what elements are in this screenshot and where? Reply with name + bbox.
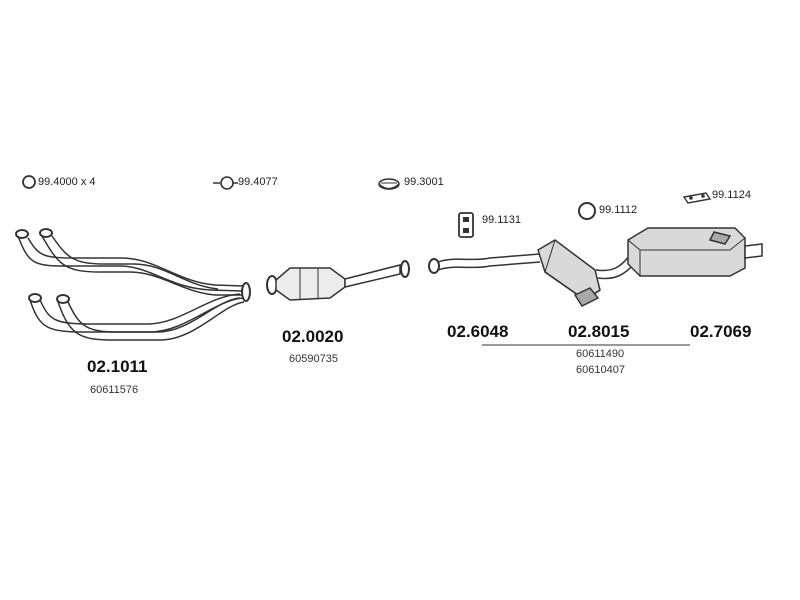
accessory-label-flange-ring: 99.4077 [238, 176, 278, 188]
part-number-rear-muffler: 02.7069 [690, 322, 752, 341]
part-number-catalytic-converter: 02.0020 [282, 327, 344, 346]
mounting-bracket-icon [682, 192, 712, 204]
accessory-label-clamp: 99.3001 [404, 176, 444, 188]
accessory-label-o-ring: 99.1112 [599, 204, 638, 216]
oe-number-center-muffler-1: 60611490 [576, 348, 625, 360]
part-number-intermediate-pipe: 02.6048 [447, 322, 509, 341]
front-manifold-pipe-drawing [15, 228, 251, 341]
accessory-label-bracket: 99.1124 [712, 189, 751, 201]
catalytic-converter-drawing [266, 260, 410, 301]
ring-gasket-icon [22, 175, 36, 189]
accessory-label-gasket: 99.4000 x 4 [38, 176, 96, 188]
part-number-front-pipe: 02.1011 [87, 357, 148, 376]
oe-number-center-muffler-2: 60610407 [576, 364, 625, 376]
o-ring-hanger-icon [578, 202, 596, 220]
clamp-icon [378, 178, 400, 190]
rear-muffler-drawing [627, 227, 763, 277]
intermediate-pipe-drawing [428, 253, 541, 274]
flange-ring-icon [213, 176, 238, 190]
rubber-hanger-icon [458, 212, 474, 238]
part-number-center-muffler: 02.8015 [568, 322, 630, 341]
oe-number-front-pipe: 60611576 [90, 384, 139, 396]
oe-number-catalytic-converter: 60590735 [289, 353, 338, 365]
center-muffler-drawing [537, 239, 637, 307]
accessory-label-rubber-hanger: 99.1131 [482, 214, 521, 226]
